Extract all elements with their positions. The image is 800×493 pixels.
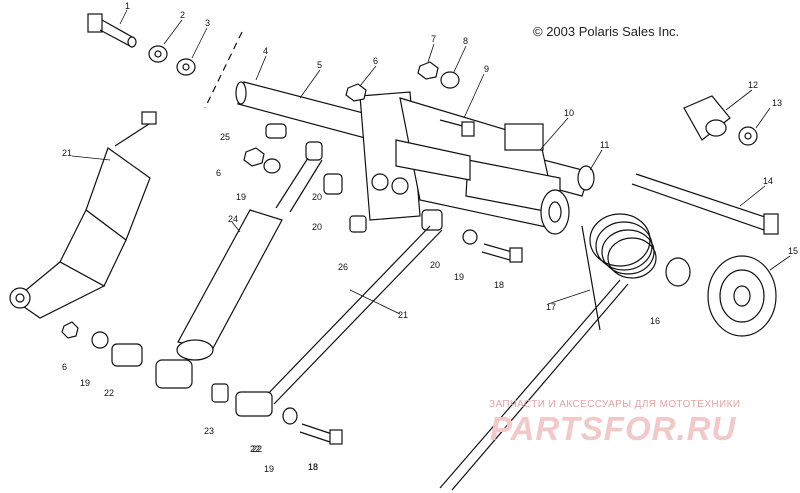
callout-17: 17 [546, 302, 556, 312]
part-19-washer-d [282, 407, 298, 425]
callout-13: 13 [772, 98, 782, 108]
callout-18b: 18 [308, 462, 318, 472]
callout-22c: 22 [252, 444, 262, 454]
part-2-washer [148, 45, 168, 63]
part-18-bolt [481, 243, 523, 263]
callout-19c: 19 [80, 378, 90, 388]
part-9-bolt [439, 119, 475, 137]
callout-21b: 21 [62, 148, 72, 158]
part-25-bushing [265, 123, 287, 139]
callout-12: 12 [748, 80, 758, 90]
part-6-nut-top [345, 83, 367, 102]
callout-9: 9 [484, 64, 489, 74]
callout-7: 7 [431, 34, 436, 44]
callout-18: 18 [494, 280, 504, 290]
callout-26: 26 [338, 262, 348, 272]
callout-24: 24 [228, 214, 238, 224]
callout-19d: 19 [264, 464, 274, 474]
part-12-block [683, 95, 731, 141]
callout-25: 25 [220, 132, 230, 142]
callout-19: 19 [454, 272, 464, 282]
part-18-bolt-b [299, 423, 343, 445]
copyright-notice: © 2003 Polaris Sales Inc. [533, 24, 680, 39]
callout-labels: 1 2 3 4 5 6 7 8 9 10 11 12 13 14 15 16 1… [62, 1, 798, 474]
callout-6b: 6 [216, 168, 221, 178]
part-13-washer [738, 126, 758, 146]
callout-10: 10 [564, 108, 574, 118]
part-26-bushing [349, 215, 367, 233]
callout-2: 2 [180, 10, 185, 20]
callout-leaders [71, 9, 791, 315]
callout-20c: 20 [312, 192, 322, 202]
callout-18c: 18 [308, 462, 318, 472]
callout-23: 23 [204, 426, 214, 436]
part-6-nut [243, 147, 265, 167]
part-22-bushing-b [155, 359, 193, 389]
callout-16: 16 [650, 316, 660, 326]
part-19-washer-c [91, 331, 109, 349]
part-3-washer [176, 58, 196, 76]
callout-8: 8 [463, 36, 468, 46]
part-19-washer-b [462, 229, 478, 245]
part-10-bracket [359, 91, 570, 235]
part-23-bushing [211, 383, 229, 403]
callout-1: 1 [125, 1, 130, 11]
part-16-washer [665, 257, 691, 287]
callout-4: 4 [263, 46, 268, 56]
callout-21: 21 [398, 310, 408, 320]
watermark-tagline: ЗАПЧАСТИ И АКСЕССУАРЫ ДЛЯ МОТОТЕХНИКИ [489, 399, 741, 410]
part-11-shaft-end [577, 165, 595, 191]
callout-22: 22 [250, 444, 260, 454]
callout-15: 15 [788, 246, 798, 256]
callout-5: 5 [317, 60, 322, 70]
part-22-bushing [111, 343, 143, 367]
callout-19b: 19 [236, 192, 246, 202]
callout-6: 6 [373, 56, 378, 66]
watermark-brand: PARTSFOR.RU [490, 410, 737, 447]
callout-14: 14 [763, 176, 773, 186]
part-21-lower-arm [235, 209, 443, 417]
part-7-nut [417, 61, 439, 80]
part-24-link-arm [176, 141, 343, 361]
callout-3: 3 [205, 18, 210, 28]
callout-6c: 6 [62, 362, 67, 372]
part-15-idler-wheel [707, 255, 777, 337]
part-19-washer [263, 158, 281, 174]
callout-22b: 22 [104, 388, 114, 398]
part-6-nut-left [61, 321, 79, 339]
part-1-bolt [87, 13, 137, 48]
callout-20: 20 [430, 260, 440, 270]
callout-11: 11 [600, 140, 609, 150]
part-17-torsion-spring [439, 213, 657, 491]
part-21-shock-absorber [9, 111, 157, 319]
part-8-washer [440, 71, 460, 89]
callout-20b: 20 [312, 222, 322, 232]
part-14-bolt [631, 173, 779, 235]
